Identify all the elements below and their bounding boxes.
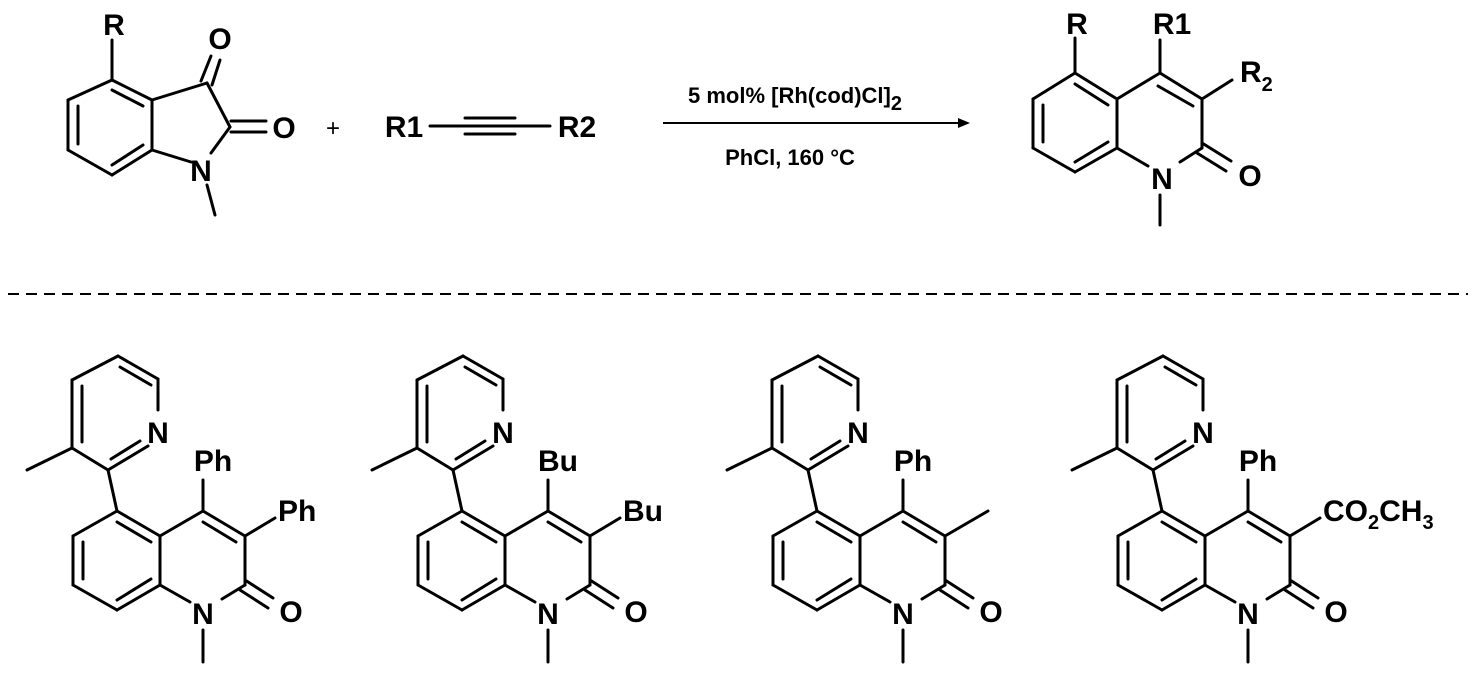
example-product-1: N Ph Ph O N bbox=[25, 354, 316, 664]
isatin-reactant: R O O N bbox=[66, 9, 296, 217]
example-3-nitrogen: N bbox=[892, 598, 914, 631]
isatin-r-label: R bbox=[103, 9, 125, 42]
example-3-pyridine-nitrogen: N bbox=[847, 417, 869, 450]
example-2-oxygen: O bbox=[624, 596, 647, 629]
example-product-3: N Ph O N bbox=[725, 354, 1003, 664]
product-nitrogen: N bbox=[1151, 163, 1173, 196]
example-2-substituent-4: Bu bbox=[538, 445, 578, 478]
alkyne-r1-label: R1 bbox=[385, 111, 423, 144]
example-2-nitrogen: N bbox=[537, 598, 559, 631]
example-4-oxygen: O bbox=[1324, 596, 1347, 629]
product-oxygen: O bbox=[1238, 160, 1261, 193]
isatin-ketone-oxygen: O bbox=[208, 23, 231, 56]
example-3-substituent-4: Ph bbox=[894, 445, 932, 478]
example-product-2: N Bu Bu O N bbox=[370, 354, 663, 664]
product-r1-label: R1 bbox=[1153, 8, 1191, 41]
product-r2-label: R2 bbox=[1240, 56, 1273, 96]
example-3-oxygen: O bbox=[979, 596, 1002, 629]
isatin-bonds bbox=[66, 38, 268, 217]
isatin-nitrogen: N bbox=[190, 155, 212, 188]
example-product-4: N Ph CO2CH3 O N bbox=[1070, 354, 1434, 664]
example-1-substituent-4: Ph bbox=[194, 445, 232, 478]
example-1-nitrogen: N bbox=[192, 598, 214, 631]
example-3-bonds bbox=[725, 354, 990, 664]
catalyst-label: 5 mol% [Rh(cod)Cl]2 bbox=[688, 83, 902, 115]
example-4-nitrogen: N bbox=[1237, 598, 1259, 631]
alkyne-triple-bond bbox=[428, 116, 552, 136]
example-4-bonds bbox=[1070, 354, 1322, 664]
plus-sign: + bbox=[326, 115, 340, 142]
quinolinone-product: R R1 R2 O N bbox=[1031, 8, 1273, 227]
example-4-pyridine-nitrogen: N bbox=[1192, 417, 1214, 450]
example-1-bonds bbox=[25, 354, 277, 664]
product-r-label: R bbox=[1066, 8, 1088, 41]
example-1-oxygen: O bbox=[279, 596, 302, 629]
isatin-amide-oxygen: O bbox=[272, 112, 295, 145]
reaction-arrow-group: 5 mol% [Rh(cod)Cl]2 PhCl, 160 °C bbox=[663, 83, 970, 170]
alkyne-r2-label: R2 bbox=[558, 111, 596, 144]
example-4-ester-label: CO2CH3 bbox=[1323, 495, 1434, 534]
product-bonds bbox=[1031, 36, 1234, 227]
example-2-bonds bbox=[370, 354, 622, 664]
example-4-substituent-4: Ph bbox=[1239, 445, 1277, 478]
example-2-substituent-3: Bu bbox=[623, 495, 663, 528]
example-2-pyridine-nitrogen: N bbox=[492, 417, 514, 450]
alkyne-reactant: R1 R2 bbox=[385, 111, 596, 144]
example-1-pyridine-nitrogen: N bbox=[147, 417, 169, 450]
example-1-substituent-3: Ph bbox=[278, 495, 316, 528]
solvent-temperature-label: PhCl, 160 °C bbox=[725, 145, 855, 170]
